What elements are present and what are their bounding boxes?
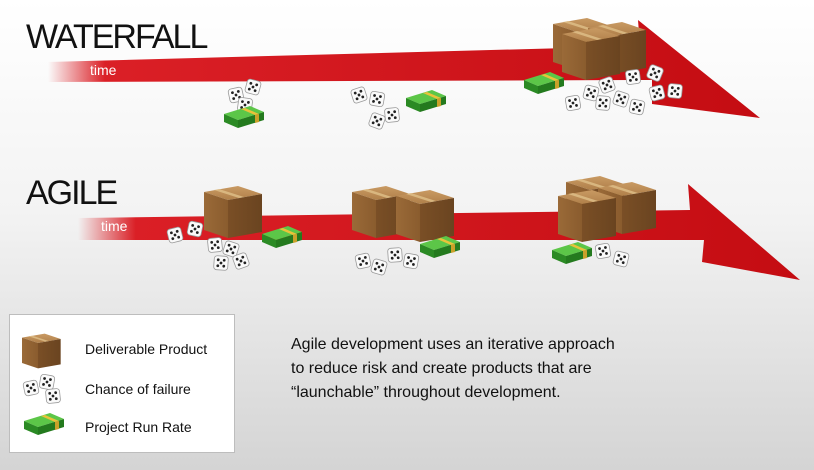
dice-icon xyxy=(22,373,62,405)
agile-boxes-2 xyxy=(352,186,454,242)
money-icon xyxy=(24,413,64,435)
agile-title: AGILE xyxy=(26,174,118,212)
legend-label: Project Run Rate xyxy=(85,419,192,435)
legend-item-failure: Chance of failure xyxy=(10,371,234,407)
waterfall-money-icon-2 xyxy=(406,90,446,112)
waterfall-money-icon-1 xyxy=(224,106,264,128)
agile-money-icon-3 xyxy=(552,242,592,264)
legend-label: Chance of failure xyxy=(85,381,191,397)
agile-dice-group-3 xyxy=(594,242,630,268)
legend-item-deliverable: Deliverable Product xyxy=(10,331,234,369)
legend-panel: Deliverable Product Chance of failure Pr… xyxy=(9,314,235,453)
waterfall-title: WATERFALL xyxy=(26,18,208,56)
agile-box-1 xyxy=(204,186,262,238)
description-text: Agile development uses an iterative appr… xyxy=(291,336,615,401)
agile-time-label: time xyxy=(101,218,128,234)
waterfall-time-label: time xyxy=(90,62,117,78)
agile-dice-group-2 xyxy=(354,247,420,277)
legend-label: Deliverable Product xyxy=(85,341,208,357)
waterfall-dice-group-2 xyxy=(349,85,401,131)
waterfall-timeline-arrow xyxy=(48,20,760,118)
box-icon xyxy=(22,333,61,369)
legend-item-run-rate: Project Run Rate xyxy=(10,409,234,445)
